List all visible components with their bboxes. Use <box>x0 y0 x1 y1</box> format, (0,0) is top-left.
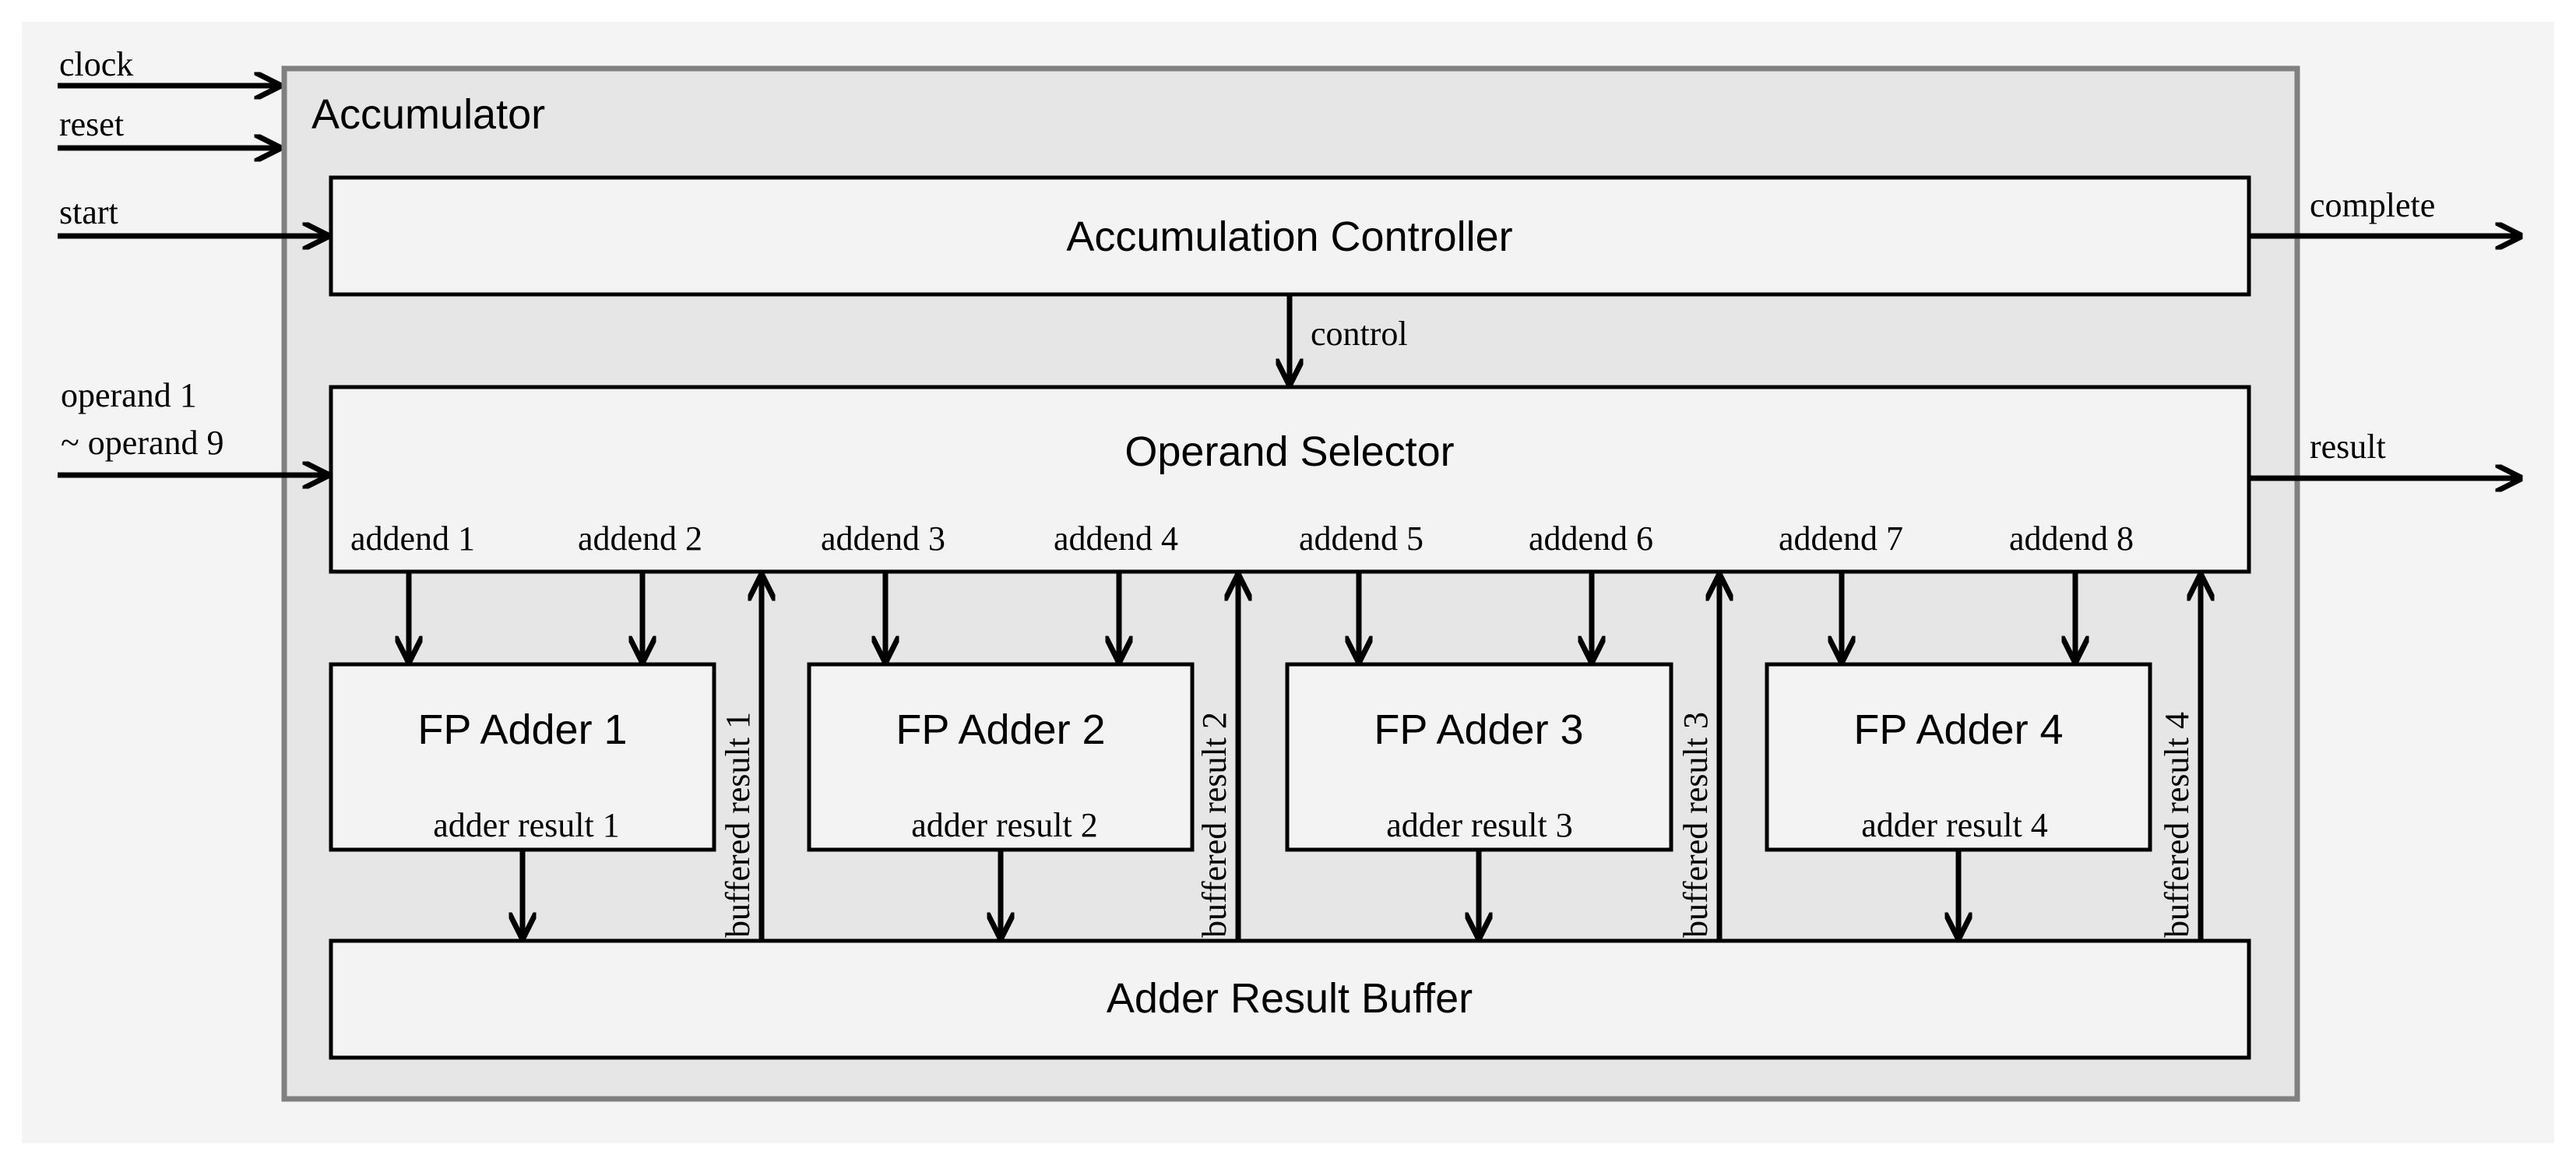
adder-result-buffer-block <box>329 938 2251 1060</box>
fp-adder-4-block <box>1765 662 2152 852</box>
addend-4-label: addend 4 <box>1054 519 1178 558</box>
addend-8-label: addend 8 <box>2009 519 2134 558</box>
addend-3-label: addend 3 <box>821 519 945 558</box>
buffered-result-4-label: buffered result 4 <box>2158 712 2196 938</box>
operand-input-label-1: operand 1 <box>61 376 197 414</box>
fp-adder-2-title: FP Adder 2 <box>896 706 1105 753</box>
operand-selector-title: Operand Selector <box>1124 428 1454 475</box>
complete-label: complete <box>2310 186 2435 224</box>
addend-7-label: addend 7 <box>1779 519 1903 558</box>
operand-selector-block <box>329 385 2251 574</box>
adder-result-buffer-title: Adder Result Buffer <box>1107 975 1473 1022</box>
fp-adder-3: FP Adder 3 adder result 3 <box>1285 662 1673 852</box>
fp-adder-1-title: FP Adder 1 <box>417 706 627 753</box>
fp-adder-4-title: FP Adder 4 <box>1853 706 2063 753</box>
adder-result-1-label: adder result 1 <box>433 806 619 844</box>
clock-label: clock <box>59 45 133 83</box>
fp-adder-2: FP Adder 2 adder result 2 <box>807 662 1195 852</box>
fp-adder-1: FP Adder 1 adder result 1 <box>329 662 716 852</box>
fp-adder-2-block <box>807 662 1195 852</box>
adder-result-3-label: adder result 3 <box>1386 806 1572 844</box>
reset-label: reset <box>59 105 124 143</box>
buffered-result-1-label: buffered result 1 <box>719 712 757 938</box>
fp-adder-3-title: FP Adder 3 <box>1374 706 1583 753</box>
adder-result-4-label: adder result 4 <box>1861 806 2047 844</box>
accumulator-title: Accumulator <box>311 91 545 138</box>
start-label: start <box>59 193 118 231</box>
adder-result-2-label: adder result 2 <box>911 806 1097 844</box>
addend-2-label: addend 2 <box>578 519 702 558</box>
addend-5-label: addend 5 <box>1299 519 1423 558</box>
accumulation-controller-title: Accumulation Controller <box>1066 213 1512 260</box>
fp-adder-3-block <box>1285 662 1673 852</box>
buffered-result-2-label: buffered result 2 <box>1195 712 1233 938</box>
fp-adder-1-block <box>329 662 716 852</box>
control-label: control <box>1311 315 1408 353</box>
accumulation-controller-block <box>329 175 2251 297</box>
operand-input-label-2: ~ operand 9 <box>61 424 224 462</box>
buffered-result-3-label: buffered result 3 <box>1677 712 1715 938</box>
addend-6-label: addend 6 <box>1529 519 1653 558</box>
addend-1-label: addend 1 <box>350 519 475 558</box>
result-label: result <box>2310 428 2386 466</box>
fp-adder-4: FP Adder 4 adder result 4 <box>1765 662 2152 852</box>
